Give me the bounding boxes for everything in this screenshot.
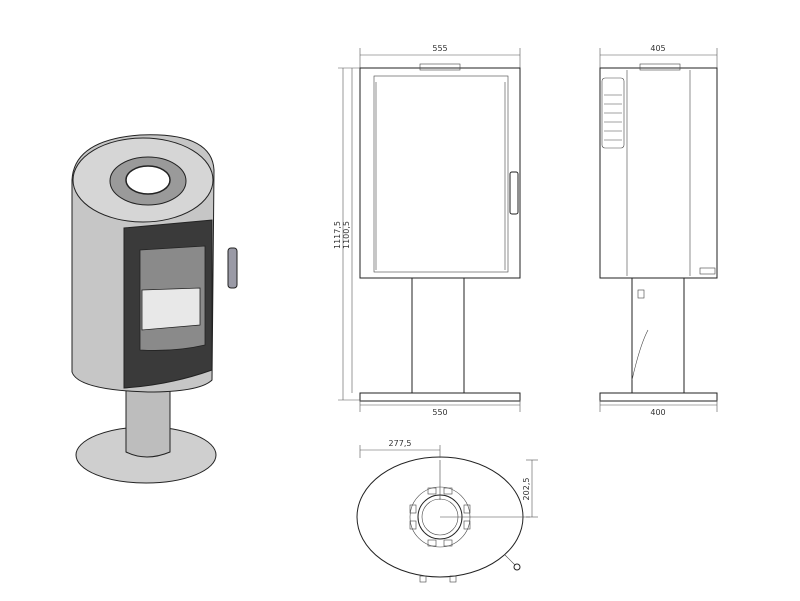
- iso-flue-opening: [125, 165, 171, 195]
- isometric-stove-view: [71, 134, 238, 484]
- top-offset-x-label: 277,5: [389, 439, 412, 448]
- total-height-label: 1117,5: [333, 221, 342, 249]
- side-view: 405 400: [599, 44, 718, 417]
- iso-pedestal: [125, 384, 171, 458]
- iso-log-grate: [141, 287, 201, 331]
- iso-door-handle: [227, 247, 238, 289]
- side-depth-top-label: 405: [650, 44, 665, 53]
- top-view: 277,5 202,5: [356, 439, 538, 583]
- side-depth-base-label: 400: [650, 408, 665, 417]
- inner-height-label: 1100,5: [342, 221, 351, 249]
- front-view: 555 1117,5 1100,5 550: [333, 44, 521, 417]
- front-width-base-label: 550: [432, 408, 447, 417]
- top-offset-y-label: 202,5: [522, 478, 531, 501]
- front-width-top-label: 555: [432, 44, 447, 53]
- top-ring-vents: [409, 487, 471, 547]
